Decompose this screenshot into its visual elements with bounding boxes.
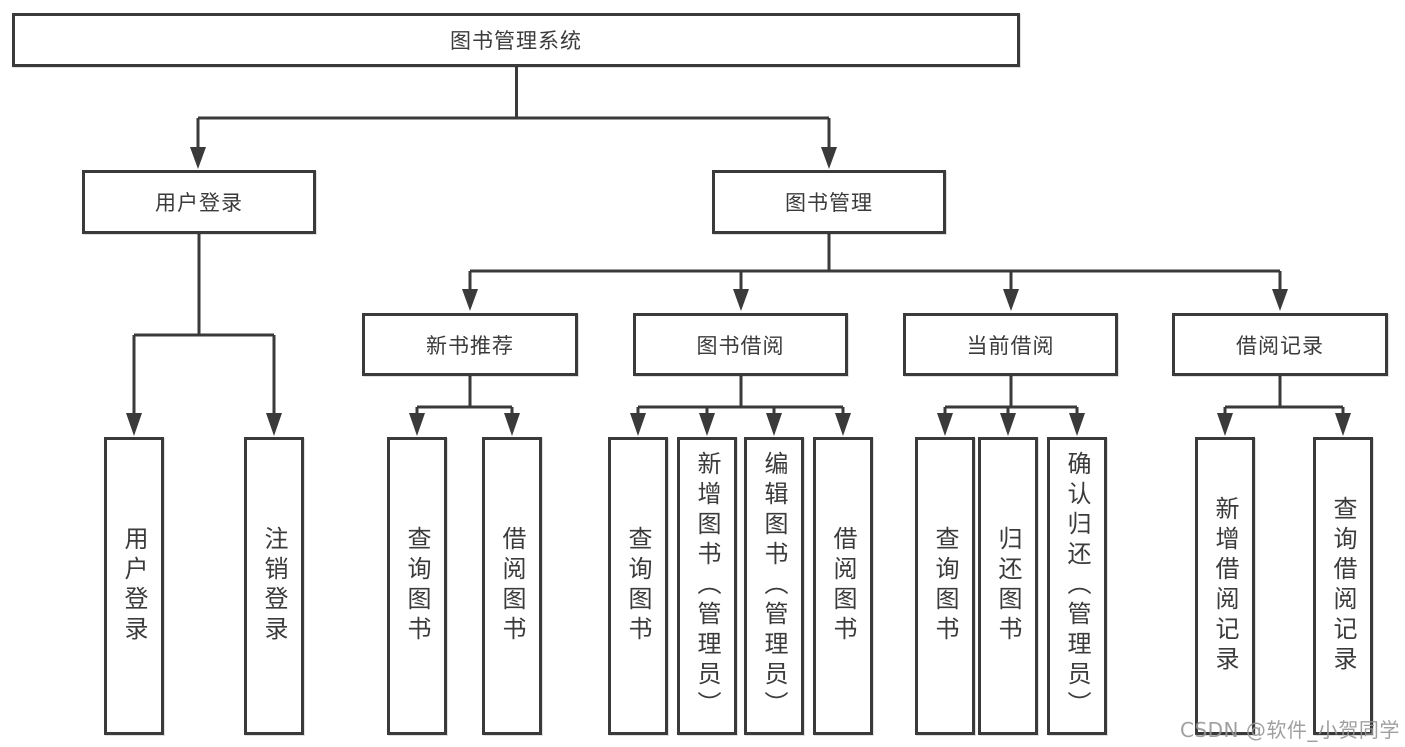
leaf-newrec-borrow-book: 借阅图书 bbox=[482, 437, 542, 735]
leaf-add-borrow-record: 新增借阅记录 bbox=[1195, 437, 1255, 735]
leaf-current-query-book: 查询图书 bbox=[915, 437, 975, 735]
leaf-edit-book-admin: 编辑图书（管理员） bbox=[744, 437, 804, 735]
csdn-watermark: CSDN @软件_小贺同学 bbox=[1180, 718, 1400, 742]
leaf-newrec-query-book: 查询图书 bbox=[387, 437, 447, 735]
leaf-borrow-query-book-label: 查询图书 bbox=[624, 526, 652, 646]
leaf-newrec-borrow-book-label: 借阅图书 bbox=[498, 526, 526, 646]
leaf-newrec-query-book-label: 查询图书 bbox=[403, 526, 431, 646]
leaf-confirm-return-admin: 确认归还（管理员） bbox=[1047, 437, 1107, 735]
leaf-borrow-book: 借阅图书 bbox=[813, 437, 873, 735]
node-current-borrow: 当前借阅 bbox=[903, 313, 1118, 376]
node-book-management-system: 图书管理系统 bbox=[12, 13, 1020, 67]
node-book-borrow: 图书借阅 bbox=[633, 313, 848, 376]
leaf-add-borrow-record-label: 新增借阅记录 bbox=[1211, 496, 1239, 676]
leaf-query-borrow-record: 查询借阅记录 bbox=[1313, 437, 1373, 735]
node-user-login: 用户登录 bbox=[82, 170, 316, 234]
leaf-current-query-book-label: 查询图书 bbox=[931, 526, 959, 646]
leaf-query-borrow-record-label: 查询借阅记录 bbox=[1329, 496, 1357, 676]
node-borrow-record: 借阅记录 bbox=[1172, 313, 1388, 376]
leaf-add-book-admin-label: 新增图书（管理员） bbox=[693, 451, 721, 721]
arrowheads bbox=[126, 147, 1351, 436]
leaf-user-login-label: 用户登录 bbox=[120, 526, 148, 646]
node-new-book-recommend: 新书推荐 bbox=[362, 313, 578, 376]
leaf-logout-label: 注销登录 bbox=[260, 526, 288, 646]
leaf-borrow-query-book: 查询图书 bbox=[608, 437, 668, 735]
leaf-logout: 注销登录 bbox=[244, 437, 304, 735]
leaf-confirm-return-admin-label: 确认归还（管理员） bbox=[1063, 451, 1091, 721]
leaf-add-book-admin: 新增图书（管理员） bbox=[677, 437, 737, 735]
leaf-return-book: 归还图书 bbox=[978, 437, 1038, 735]
node-book-management: 图书管理 bbox=[712, 170, 946, 234]
leaf-return-book-label: 归还图书 bbox=[994, 526, 1022, 646]
leaf-edit-book-admin-label: 编辑图书（管理员） bbox=[760, 451, 788, 721]
leaf-borrow-book-label: 借阅图书 bbox=[829, 526, 857, 646]
leaf-user-login: 用户登录 bbox=[104, 437, 164, 735]
